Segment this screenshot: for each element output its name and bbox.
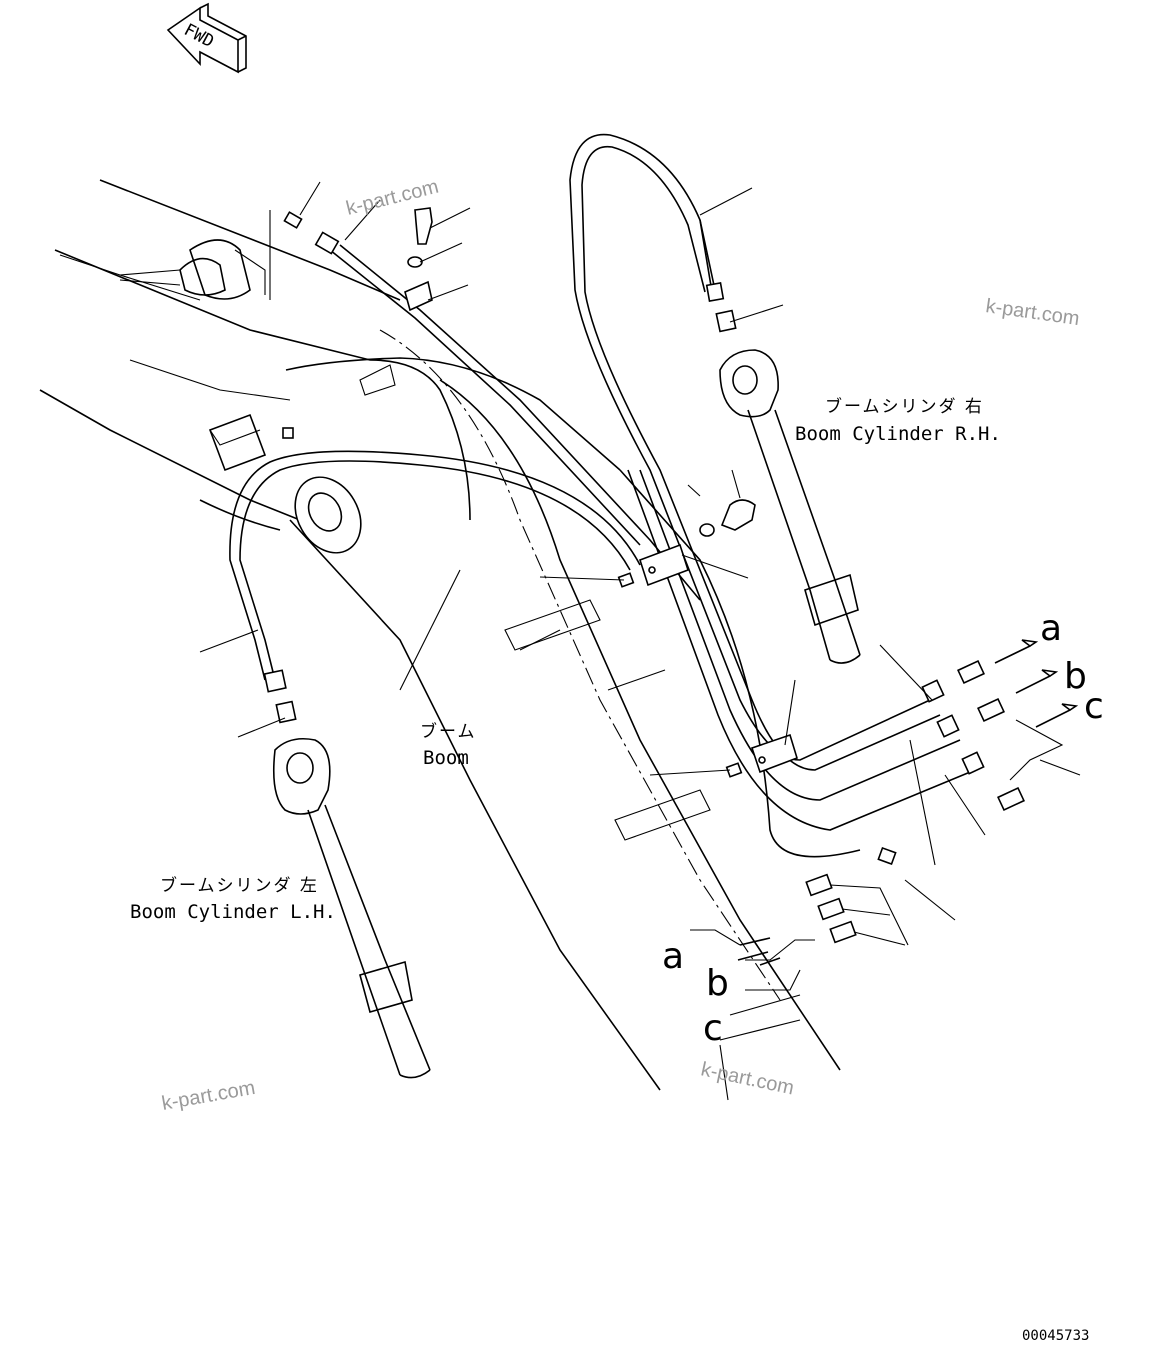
boom-structure [39, 179, 841, 1091]
leader-lines [199, 181, 1081, 1101]
boom-cylinder-rh-label: Boom Cylinder R.H. [795, 423, 1001, 445]
lh-boom-tube [229, 450, 641, 693]
bolts [407, 207, 756, 778]
boom-cylinder-lh-label-jp: ブームシリンダ 左 [160, 875, 319, 896]
letter-c-lower: c [703, 1008, 723, 1049]
letter-b-lower: b [706, 963, 729, 1004]
boom-cylinder-rh [715, 309, 861, 664]
boom-label: Boom [423, 747, 469, 769]
boom-cylinder-rh-label-jp: ブームシリンダ 右 [825, 396, 984, 417]
boom-label-jp: ブーム [420, 721, 477, 742]
watermark-2: k-part.com [984, 295, 1081, 330]
boom-cylinder-lh [272, 700, 431, 1079]
letter-a-right: a [1040, 608, 1062, 649]
boom-cylinder-lh-label: Boom Cylinder L.H. [130, 901, 336, 923]
drawing-number: 00045733 [1022, 1328, 1089, 1344]
letter-b-right: b [1064, 656, 1087, 697]
watermark-4: k-part.com [699, 1058, 796, 1099]
letter-a-lower: a [662, 936, 684, 977]
watermark-3: k-part.com [160, 1077, 257, 1115]
fwd-label: FWD [181, 20, 218, 52]
letter-c-right: c [1084, 686, 1104, 727]
lower-fittings-abc [690, 873, 909, 1041]
hose-ends-abc [921, 639, 1079, 812]
upper-grease-line [282, 211, 897, 866]
tube-clamps [404, 280, 798, 774]
fwd-arrow-icon: FWD [166, 2, 247, 74]
rh-boom-tube [569, 133, 976, 831]
